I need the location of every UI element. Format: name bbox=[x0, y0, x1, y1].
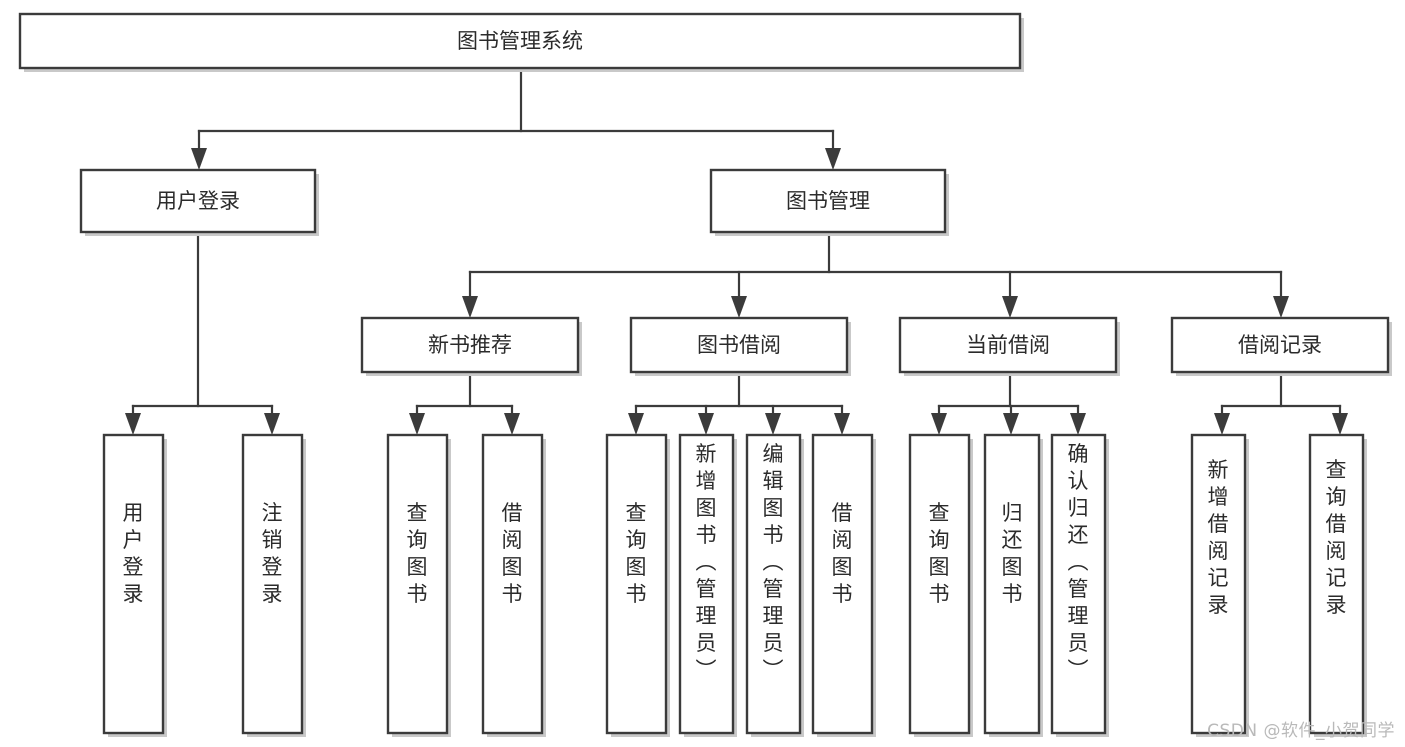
connectors-book-borrow-to-leaves bbox=[628, 371, 850, 435]
node-leaf-return-book-label: 归还图书 bbox=[1002, 501, 1023, 606]
node-leaf-query-book-3-label: 查询图书 bbox=[929, 501, 950, 606]
node-new-book-recommend[interactable]: 新书推荐 bbox=[360, 316, 582, 376]
node-leaf-return-book[interactable]: 归还图书 bbox=[983, 433, 1043, 737]
node-leaf-query-record-label: 查询借阅记录 bbox=[1326, 458, 1347, 617]
node-leaf-add-record-label: 新增借阅记录 bbox=[1208, 458, 1229, 617]
node-user-login-label: 用户登录 bbox=[156, 189, 240, 213]
node-leaf-add-book-label: 新增图书︵管理员︶ bbox=[696, 442, 717, 682]
node-current-borrow[interactable]: 当前借阅 bbox=[898, 316, 1120, 376]
node-book-manage-label: 图书管理 bbox=[786, 189, 870, 213]
node-leaf-query-book-2[interactable]: 查询图书 bbox=[605, 433, 670, 737]
node-leaf-edit-book-label: 编辑图书︵管理员︶ bbox=[763, 442, 784, 682]
node-leaf-query-book-2-label: 查询图书 bbox=[626, 501, 647, 606]
node-borrow-record-label: 借阅记录 bbox=[1238, 333, 1322, 357]
node-book-borrow[interactable]: 图书借阅 bbox=[629, 316, 851, 376]
node-new-book-recommend-label: 新书推荐 bbox=[428, 333, 512, 357]
node-leaf-user-login[interactable]: 用户登录 bbox=[102, 433, 167, 737]
node-borrow-record[interactable]: 借阅记录 bbox=[1170, 316, 1392, 376]
node-leaf-user-login-label: 用户登录 bbox=[123, 501, 144, 606]
node-leaf-confirm-return-label: 确认归还︵管理员︶ bbox=[1068, 442, 1089, 682]
node-leaf-logout[interactable]: 注销登录 bbox=[241, 433, 306, 737]
connectors-root-to-level2 bbox=[191, 66, 841, 170]
connectors-new-book-recommend-to-leaves bbox=[409, 371, 520, 435]
connectors-book-manage-to-level3 bbox=[462, 231, 1289, 318]
node-leaf-borrow-book-1-label: 借阅图书 bbox=[502, 501, 523, 606]
node-book-manage[interactable]: 图书管理 bbox=[709, 168, 949, 236]
node-leaf-borrow-book-2-label: 借阅图书 bbox=[832, 501, 853, 606]
node-leaf-logout-label: 注销登录 bbox=[262, 501, 283, 606]
node-user-login[interactable]: 用户登录 bbox=[79, 168, 319, 236]
node-leaf-query-book-1[interactable]: 查询图书 bbox=[386, 433, 451, 737]
node-leaf-add-book[interactable]: 新增图书︵管理员︶ bbox=[678, 433, 737, 737]
node-leaf-query-record[interactable]: 查询借阅记录 bbox=[1308, 433, 1367, 737]
node-leaf-add-record[interactable]: 新增借阅记录 bbox=[1190, 433, 1249, 737]
node-current-borrow-label: 当前借阅 bbox=[966, 333, 1050, 357]
node-root[interactable]: 图书管理系统 bbox=[18, 12, 1024, 72]
node-leaf-edit-book[interactable]: 编辑图书︵管理员︶ bbox=[745, 433, 804, 737]
connectors-user-login-to-leaves bbox=[125, 231, 280, 435]
connectors-current-borrow-to-leaves bbox=[931, 371, 1086, 435]
connectors-borrow-record-to-leaves bbox=[1214, 371, 1348, 435]
node-leaf-query-book-3[interactable]: 查询图书 bbox=[908, 433, 973, 737]
node-root-label: 图书管理系统 bbox=[457, 29, 583, 53]
node-leaf-confirm-return[interactable]: 确认归还︵管理员︶ bbox=[1050, 433, 1109, 737]
node-leaf-query-book-1-label: 查询图书 bbox=[407, 501, 428, 606]
node-book-borrow-label: 图书借阅 bbox=[697, 333, 781, 357]
node-leaf-borrow-book-2[interactable]: 借阅图书 bbox=[811, 433, 876, 737]
node-leaf-borrow-book-1[interactable]: 借阅图书 bbox=[481, 433, 546, 737]
